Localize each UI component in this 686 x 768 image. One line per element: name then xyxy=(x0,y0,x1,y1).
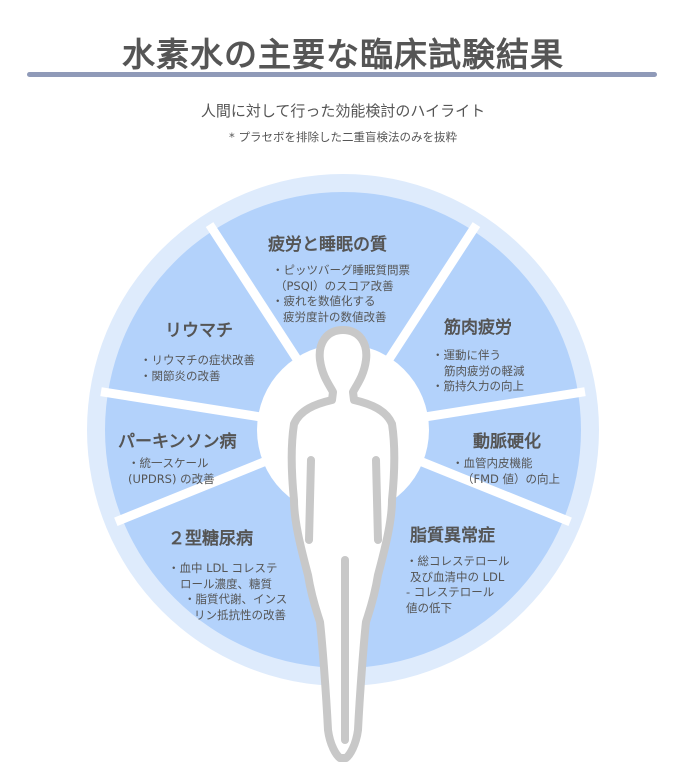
segment-title: パーキンソン病 xyxy=(118,432,237,452)
segment-line: ・血管内皮機能 xyxy=(452,456,533,470)
segment-line: ロール濃度、糖質 xyxy=(180,576,272,591)
segment-line: 筋肉疲労の軽減 xyxy=(444,363,525,378)
footnote: * プラセボを排除した二重盲検法のみを抜粋 xyxy=(229,130,457,144)
segment-line: - コレステロール xyxy=(406,585,495,599)
page-title: 水素水の主要な臨床試験結果 xyxy=(122,35,564,74)
segment-muscle-fatigue: 筋肉疲労 ・運動に伴う 筋肉疲労の軽減 ・筋持久力の向上 xyxy=(432,313,525,395)
segment-line: ・疲れを数値化する xyxy=(272,294,376,308)
segment-line: （FMD 値）の向上 xyxy=(462,471,561,486)
human-silhouette-icon xyxy=(287,326,399,762)
segment-line: ・運動に伴う xyxy=(432,348,501,362)
segment-title: 筋肉疲労 xyxy=(444,318,512,338)
title-divider xyxy=(27,72,657,77)
right-arm-line xyxy=(372,456,382,544)
segment-title: ２型糖尿病 xyxy=(168,529,253,549)
segment-line: (UPDRS) の改善 xyxy=(128,471,215,486)
segment-line: ・関節炎の改善 xyxy=(140,368,221,383)
subtitle: 人間に対して行った効能検討のハイライト xyxy=(200,102,486,120)
segment-arteriosclerosis: 動脈硬化 ・血管内皮機能 （FMD 値）の向上 xyxy=(452,427,560,487)
segment-line: ・筋持久力の向上 xyxy=(432,379,524,393)
segment-rheumatism: リウマチ ・リウマチの症状改善 ・関節炎の改善 xyxy=(140,316,255,384)
segment-title: 動脈硬化 xyxy=(473,432,541,452)
segment-title: リウマチ xyxy=(165,321,233,341)
segment-line: 及び血清中の LDL xyxy=(410,569,505,584)
left-arm-line xyxy=(305,456,315,544)
segment-line: （PSQI）のスコア改善 xyxy=(275,278,394,293)
segment-line: ・ピッツバーグ睡眠質問票 xyxy=(272,263,410,277)
segment-line: ・脂質代謝、インス xyxy=(184,592,288,606)
segment-line: ・総コレステロール xyxy=(406,554,510,568)
segment-line: ・リウマチの症状改善 xyxy=(140,353,255,367)
segment-dyslipidemia: 脂質異常症 ・総コレステロール 及び血清中の LDL - コレステロール 値の低… xyxy=(406,521,510,616)
segment-line: ・血中 LDL コレステ xyxy=(168,561,278,575)
segment-type2-diabetes: ２型糖尿病 ・血中 LDL コレステ ロール濃度、糖質 ・脂質代謝、インス リン… xyxy=(168,524,287,623)
segment-fatigue-sleep: 疲労と睡眠の質 ・ピッツバーグ睡眠質問票 （PSQI）のスコア改善 ・疲れを数値… xyxy=(268,230,410,325)
segment-line: 値の低下 xyxy=(406,600,452,615)
segment-title: 疲労と睡眠の質 xyxy=(268,235,387,255)
segment-parkinsons: パーキンソン病 ・統一スケール (UPDRS) の改善 xyxy=(118,427,237,487)
segment-line: リン抵抗性の改善 xyxy=(194,607,286,622)
segment-line: 疲労度計の数値改善 xyxy=(283,309,387,324)
segment-line: ・統一スケール xyxy=(128,456,209,470)
segment-title: 脂質異常症 xyxy=(410,526,495,546)
